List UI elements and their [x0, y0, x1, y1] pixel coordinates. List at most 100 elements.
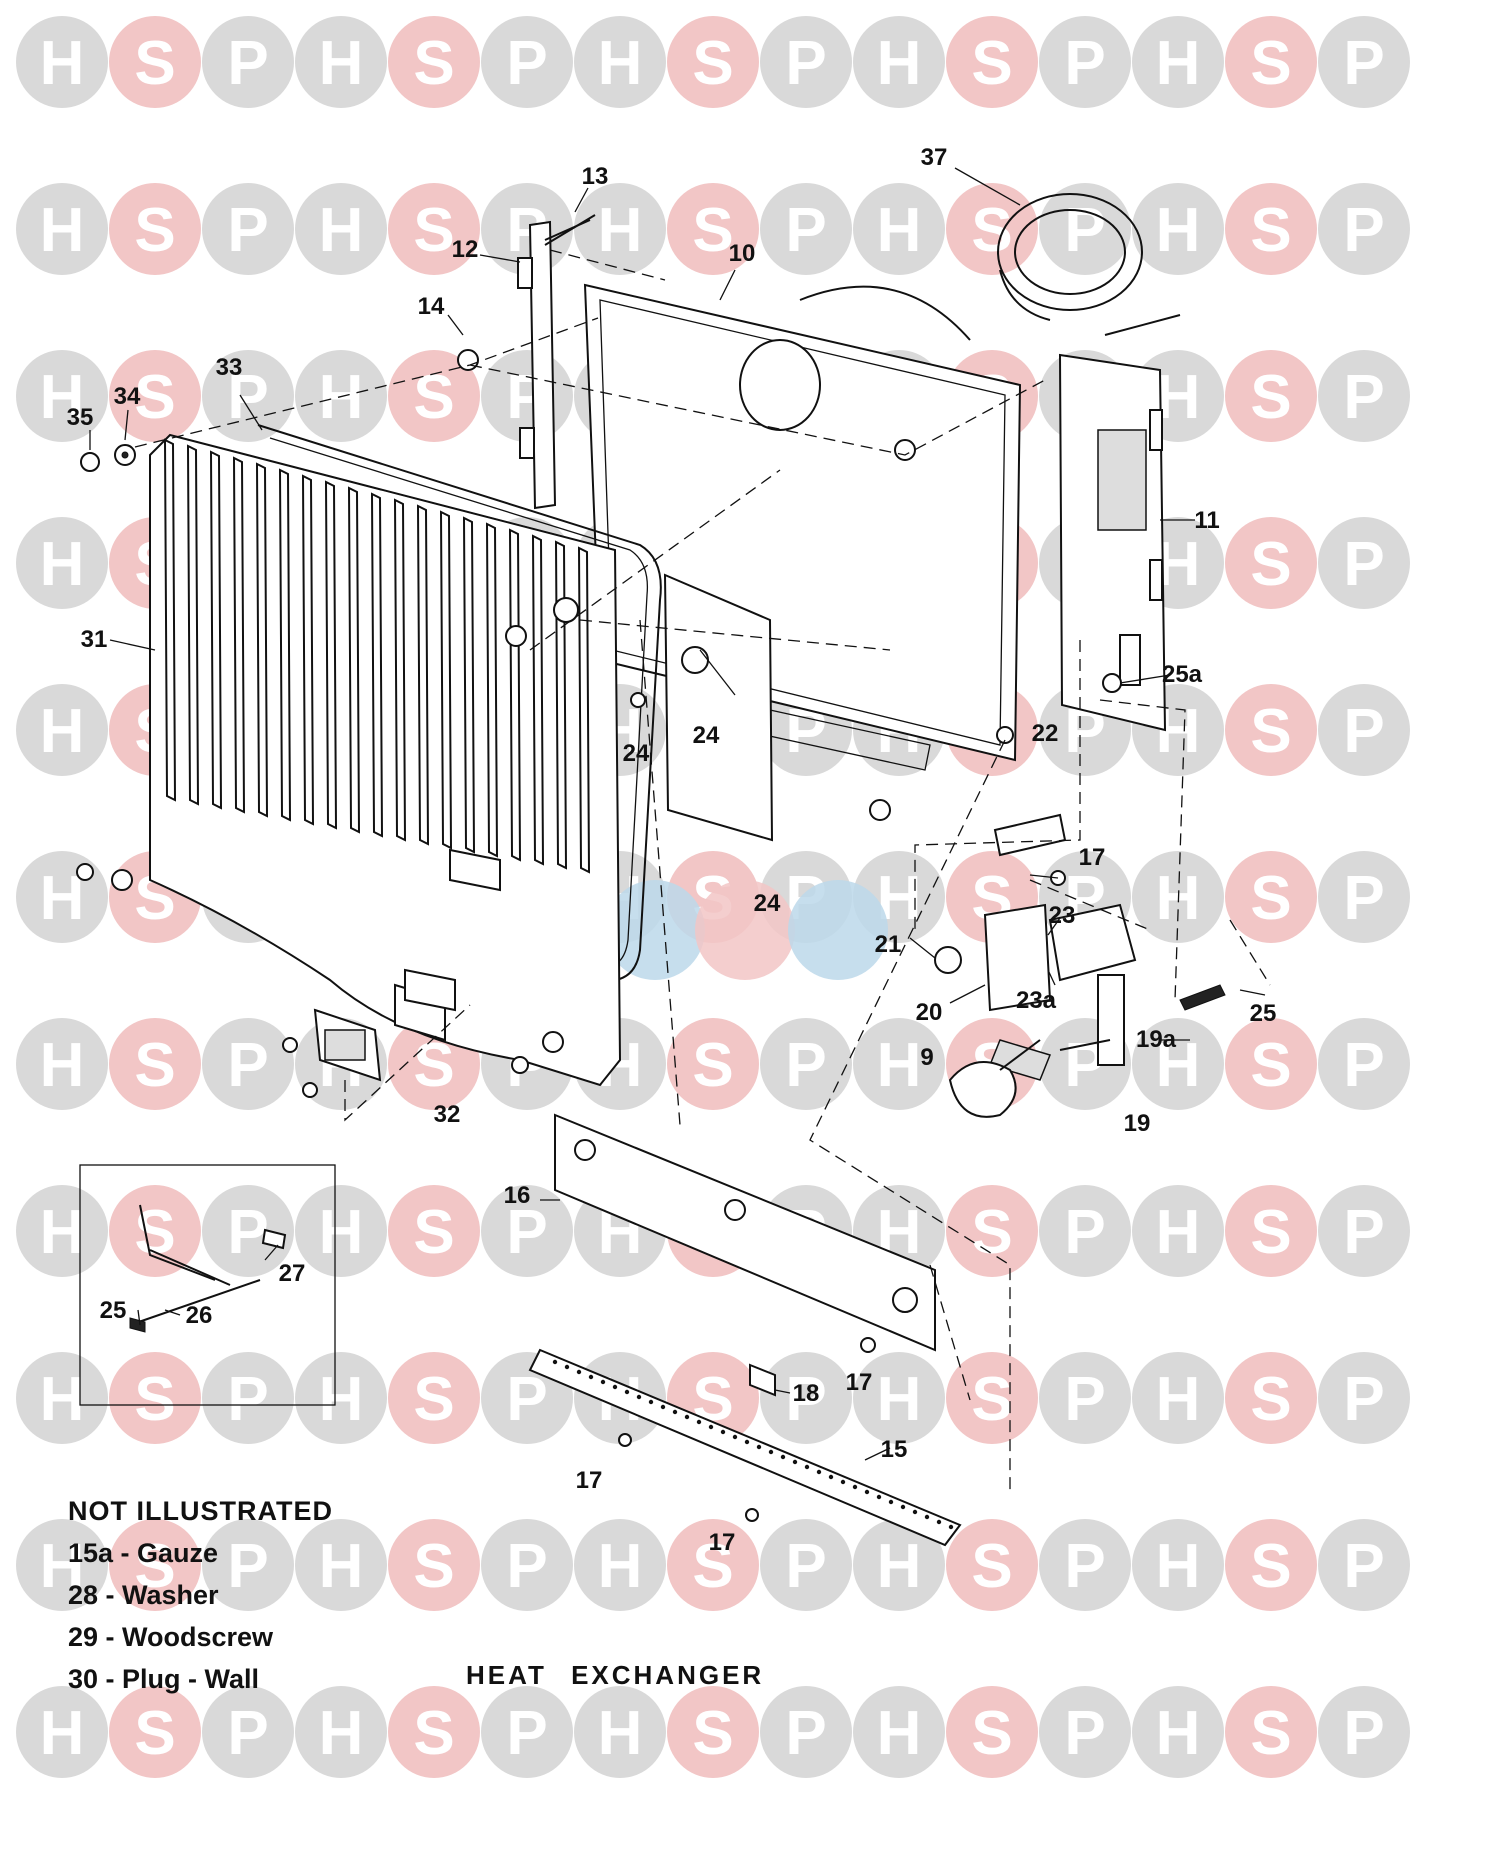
alignment-lines	[134, 317, 1271, 1490]
watermark-circle	[760, 1352, 852, 1444]
watermark-letter: S	[134, 363, 175, 432]
callout-21: 21	[874, 931, 902, 958]
watermark-letter: P	[506, 1198, 547, 1267]
watermark-letter: H	[319, 196, 364, 265]
not-illustrated-title: NOT ILLUSTRATED	[68, 1496, 333, 1526]
watermark-letter: H	[1156, 1031, 1201, 1100]
not-illustrated-item: 28 - Washer	[68, 1580, 219, 1610]
watermark-circle	[481, 1519, 573, 1611]
watermark-circle	[388, 16, 480, 108]
watermark-letter: H	[598, 1532, 643, 1601]
watermark-circle	[109, 183, 201, 275]
diagram-title: HEAT EXCHANGER	[466, 1660, 765, 1690]
heat-exchanger-fin	[554, 540, 568, 870]
watermark-circle	[1318, 16, 1410, 108]
watermark-letter: H	[319, 1532, 364, 1601]
watermark-circle	[109, 16, 201, 108]
heat-exchanger-fin	[209, 450, 223, 810]
watermark-circle	[853, 1519, 945, 1611]
watermark-circle	[1318, 517, 1410, 609]
watermark-circle	[1132, 1686, 1224, 1778]
watermark-letter: P	[1343, 1198, 1384, 1267]
watermark-circle	[667, 183, 759, 275]
watermark-letter: H	[40, 29, 85, 98]
watermark-circle	[946, 1686, 1038, 1778]
part-11-side-panel	[1058, 353, 1167, 732]
watermark-letter: S	[134, 1365, 175, 1434]
callout-9: 9	[920, 1044, 934, 1071]
watermark-circle	[202, 1686, 294, 1778]
watermark-circle	[667, 1686, 759, 1778]
burner-hole	[684, 1414, 690, 1420]
callout-14: 14	[417, 293, 445, 320]
part-31-heat-exchanger	[149, 433, 622, 1087]
watermark-letter: S	[971, 196, 1012, 265]
burner-hole	[816, 1469, 822, 1475]
watermark-letter: S	[692, 196, 733, 265]
watermark-letter: P	[227, 1699, 268, 1768]
watermark-circle	[946, 16, 1038, 108]
callout-25a: 25a	[1161, 661, 1203, 688]
burner-hole	[624, 1389, 630, 1395]
burner-hole	[792, 1459, 798, 1465]
watermark-circle	[388, 1519, 480, 1611]
burner-hole	[648, 1399, 654, 1405]
callout-17-b: 17	[845, 1369, 873, 1396]
watermark-circle	[760, 1686, 852, 1778]
callout-33: 33	[215, 354, 243, 381]
watermark-circle	[574, 1686, 666, 1778]
watermark-letter: S	[413, 196, 454, 265]
watermark-letter: P	[1343, 29, 1384, 98]
watermark-circle	[202, 1519, 294, 1611]
watermark-letter: S	[1250, 1198, 1291, 1267]
heat-exchanger-fin	[485, 522, 499, 858]
part-10-combustion-chamber	[583, 283, 1022, 771]
watermark-circle	[16, 1018, 108, 1110]
watermark-circle	[1318, 1686, 1410, 1778]
watermark-circle	[1225, 684, 1317, 776]
burner-hole	[708, 1424, 714, 1430]
watermark-circle	[667, 16, 759, 108]
watermark-letter: P	[506, 29, 547, 98]
callout-23a: 23a	[1015, 987, 1057, 1014]
watermark-letter: S	[1250, 196, 1291, 265]
watermark-letter: H	[1156, 29, 1201, 98]
watermark-letter: P	[785, 1031, 826, 1100]
watermark-letter: S	[413, 29, 454, 98]
watermark-letter: P	[785, 196, 826, 265]
watermark-circle	[16, 1519, 108, 1611]
heat-exchanger-fin	[324, 480, 338, 830]
watermark-circle	[202, 350, 294, 442]
burner-hole	[744, 1439, 750, 1445]
callout-24-a: 24	[692, 722, 720, 749]
watermark-letter: P	[1343, 530, 1384, 599]
heat-exchanger-fin	[439, 510, 453, 850]
watermark-circle	[388, 350, 480, 442]
watermark-letter: H	[877, 29, 922, 98]
watermark-letter: H	[40, 196, 85, 265]
watermark-letter: H	[1156, 196, 1201, 265]
watermark-letter: P	[1343, 697, 1384, 766]
watermark-letter: S	[413, 1532, 454, 1601]
watermark-letter: P	[1064, 29, 1105, 98]
callout-15: 15	[880, 1436, 908, 1463]
watermark-letter: S	[692, 29, 733, 98]
watermark-circle	[667, 1519, 759, 1611]
watermark-letter: P	[785, 1365, 826, 1434]
callout-31: 31	[80, 626, 108, 653]
watermark-circle	[574, 1519, 666, 1611]
watermark-circle	[16, 16, 108, 108]
watermark-circle	[109, 1352, 201, 1444]
watermark-circle	[1318, 1352, 1410, 1444]
heat-exchanger-fin	[462, 516, 476, 854]
burner-hole	[600, 1379, 606, 1385]
watermark-letter: H	[877, 1365, 922, 1434]
part-37-flue-ring	[997, 193, 1143, 321]
watermark-letter: H	[877, 1031, 922, 1100]
callout-37: 37	[920, 144, 948, 171]
watermark-letter: S	[971, 1198, 1012, 1267]
burner-hole	[720, 1429, 726, 1435]
callout-12: 12	[451, 236, 479, 263]
burner-hole	[732, 1434, 738, 1440]
part-32-sight-glass	[282, 968, 456, 1098]
